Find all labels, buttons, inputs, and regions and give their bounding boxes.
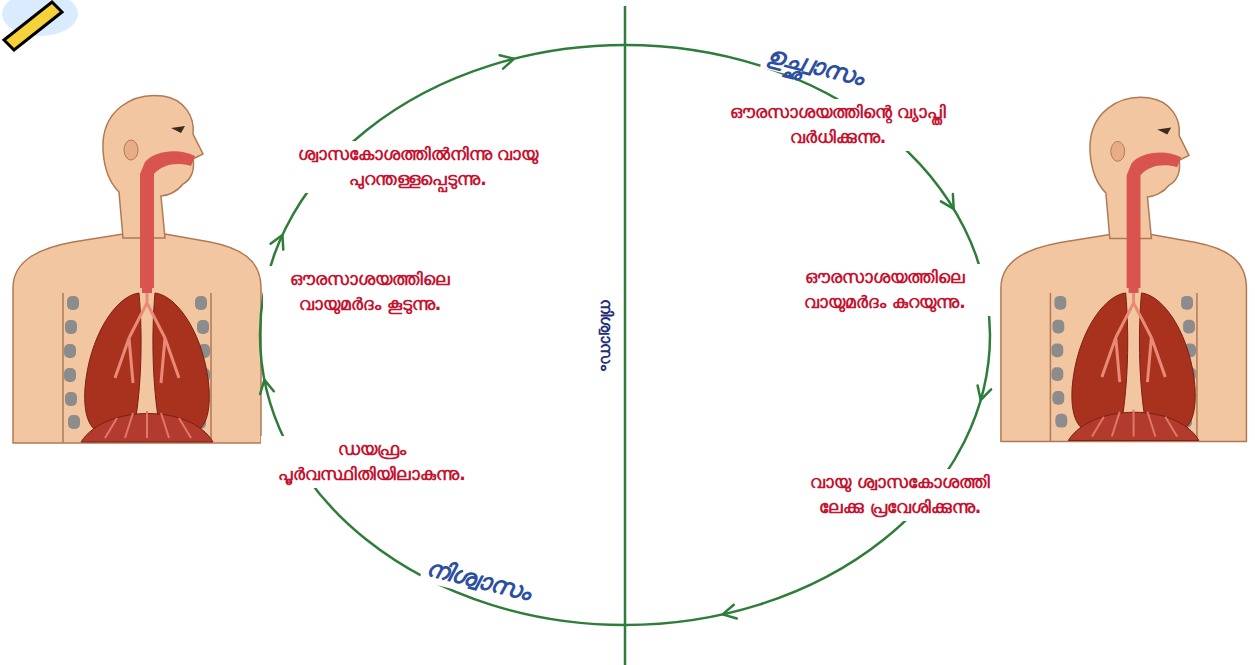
pencil-body bbox=[4, 2, 62, 50]
pencil-icon bbox=[2, 0, 78, 50]
divider-line bbox=[624, 6, 627, 665]
phase-label: ഉച്ഛ്വാസം bbox=[760, 39, 871, 93]
cycle-arrowhead bbox=[500, 55, 514, 68]
cycle-arrowhead bbox=[723, 605, 737, 619]
cycle-arrowhead bbox=[941, 194, 954, 209]
cycle-arrowhead bbox=[271, 235, 284, 250]
breathing-figure bbox=[1001, 97, 1247, 441]
cycle-arrowhead bbox=[260, 380, 274, 394]
breathing-figure bbox=[13, 95, 261, 443]
step-text: ഔരസാശയത്തിന്റെ വ്യാപ്തി വർധിക്കുന്നു. bbox=[683, 99, 993, 150]
axis-label: നിശ്വാസം bbox=[596, 296, 615, 374]
step-text: ഔരസാശയത്തിലെ വായുമർദം കൂടുന്നു. bbox=[263, 266, 478, 317]
step-text: വായു ശ്വാസകോശത്തി ലേക്കു പ്രവേശിക്കുന്നു… bbox=[795, 469, 1005, 520]
step-text: ശ്വാസകോശത്തിൽനിന്നു വായു പുറന്തള്ളപ്പെടു… bbox=[268, 141, 568, 192]
step-text: ഡയഫ്രം പൂർവസ്ഥിതിയിലാകുന്നു. bbox=[261, 436, 483, 487]
cycle-arrowhead bbox=[978, 386, 992, 401]
step-text: ഔരസാശയത്തിലെ വായുമർദം കുറയുന്നു. bbox=[778, 264, 993, 315]
